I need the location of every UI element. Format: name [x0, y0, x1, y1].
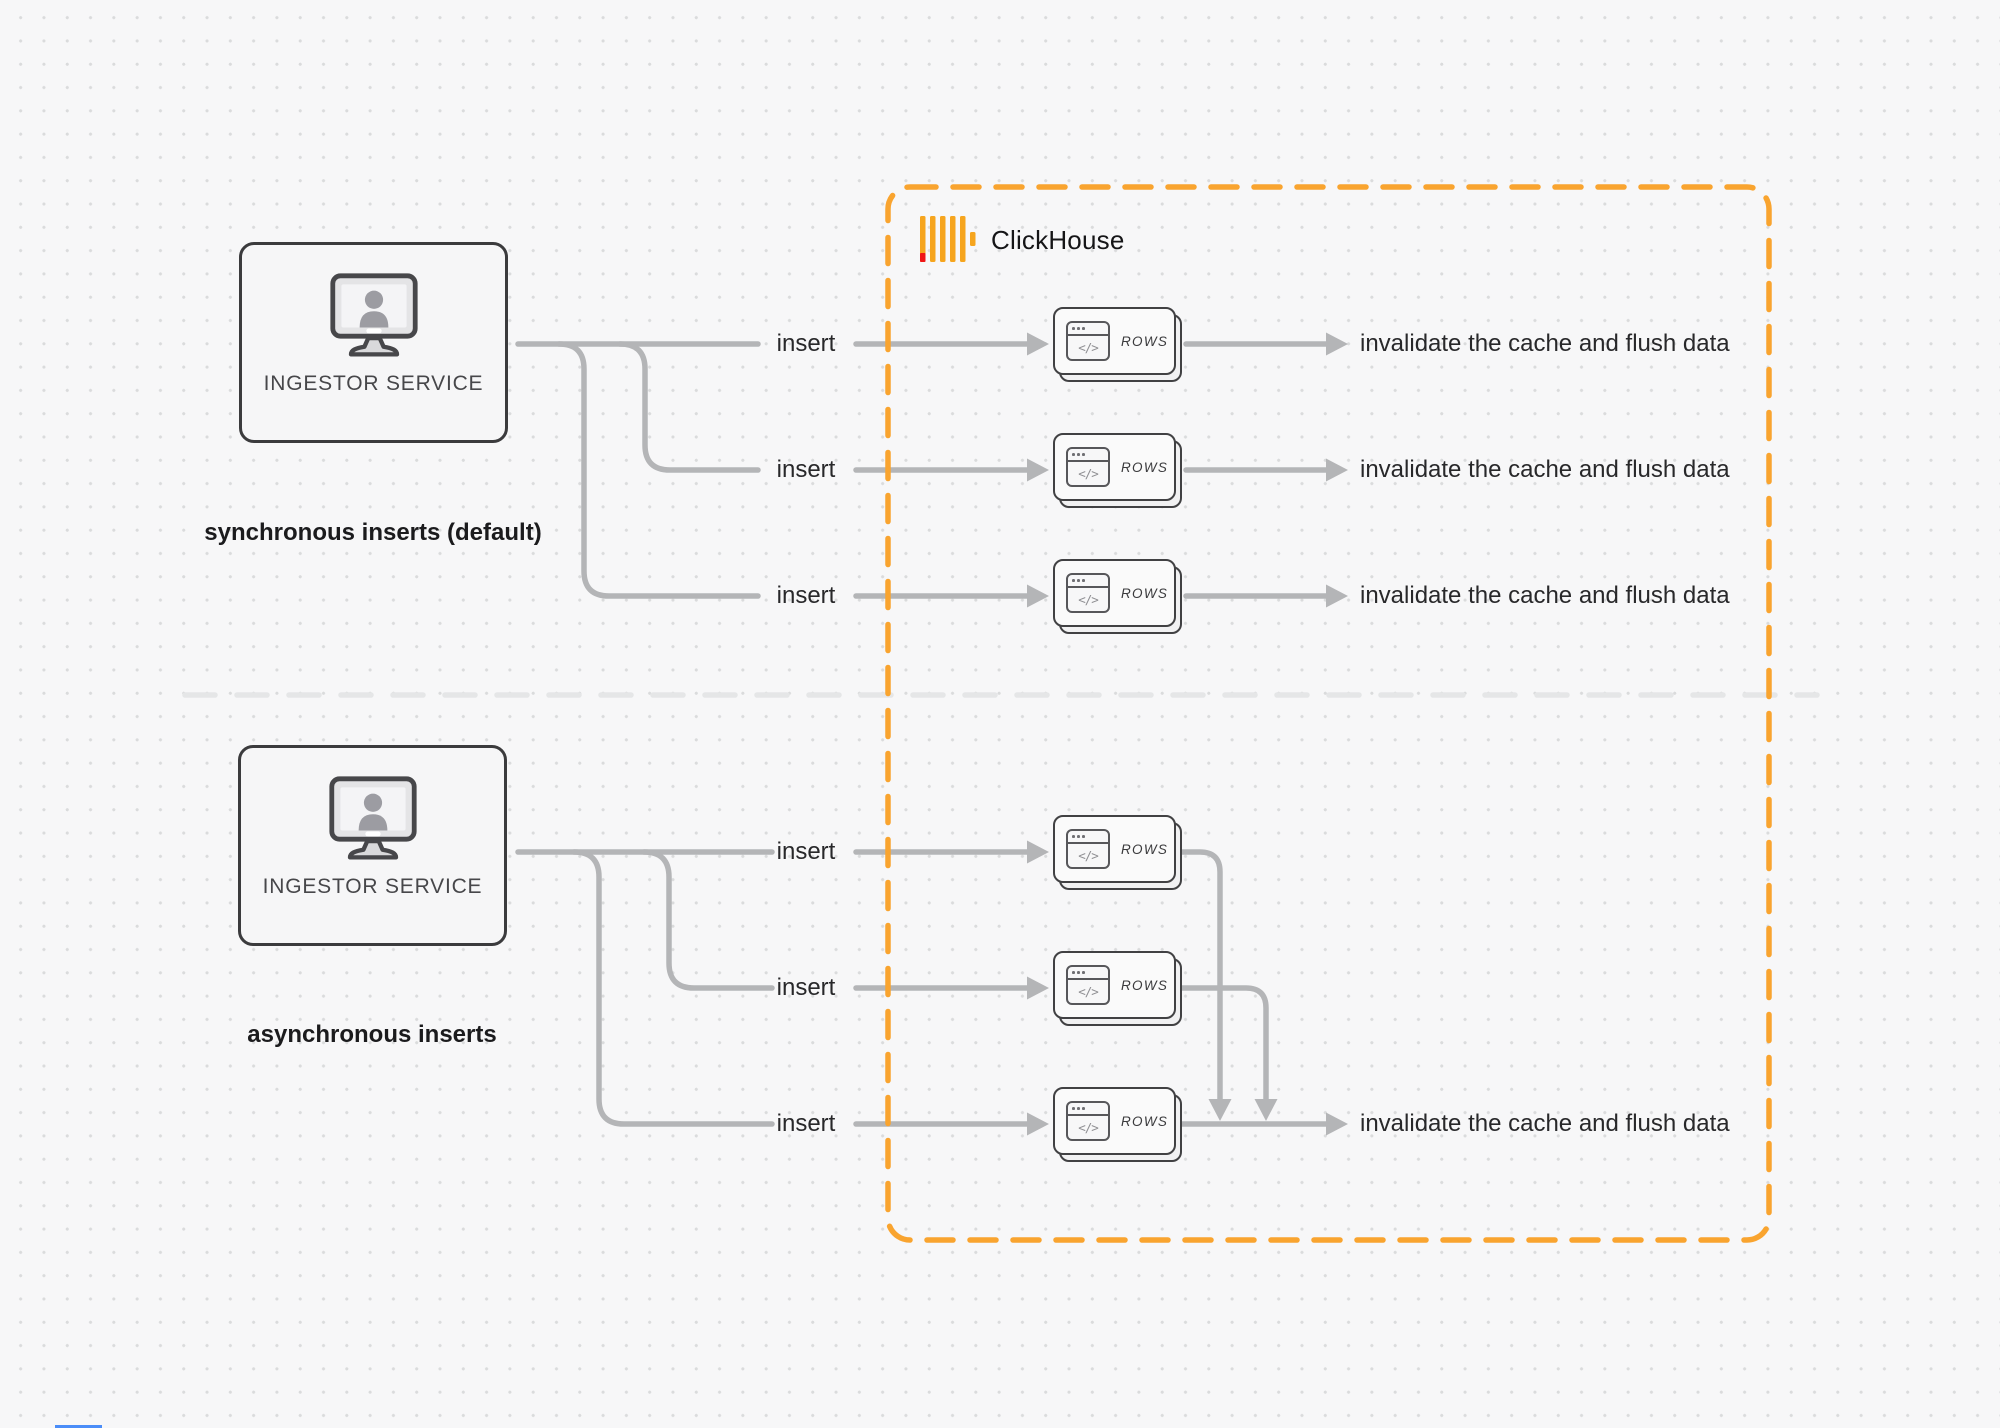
rows-card: </> ROWS [1053, 433, 1183, 509]
rows-card: </> ROWS [1053, 951, 1183, 1027]
rows-card: </> ROWS [1053, 815, 1183, 891]
result-label: invalidate the cache and flush data [1360, 582, 1730, 609]
rows-card: </> ROWS [1053, 559, 1183, 635]
rows-card-label: ROWS [1121, 977, 1169, 993]
insert-label: insert [776, 974, 836, 1001]
rows-card-label: ROWS [1121, 459, 1169, 475]
result-label: invalidate the cache and flush data [1360, 1110, 1730, 1137]
code-glyph: </> [1078, 592, 1099, 607]
code-window-icon: </> [1066, 1101, 1110, 1141]
code-window-icon: </> [1066, 829, 1110, 869]
ingestor-service-box-sync: INGESTOR SERVICE [239, 242, 508, 443]
code-glyph: </> [1078, 466, 1099, 481]
arrowheads [1027, 332, 1348, 1136]
code-glyph: </> [1078, 340, 1099, 355]
rows-card: </> ROWS [1053, 307, 1183, 383]
sync-section-caption: synchronous inserts (default) [204, 519, 542, 546]
clickhouse-logo-icon [920, 216, 976, 262]
code-window-icon: </> [1066, 447, 1110, 487]
bottom-edge-blue-artifact [55, 1425, 102, 1428]
code-glyph: </> [1078, 984, 1099, 999]
ingestor-service-label: INGESTOR SERVICE [262, 875, 483, 898]
clickhouse-wordmark: ClickHouse [991, 224, 1125, 255]
monitor-user-icon [329, 273, 418, 357]
rows-card-label: ROWS [1121, 841, 1169, 857]
gray-wires [515, 341, 1331, 1127]
insert-label: insert [776, 1110, 836, 1137]
ingestor-service-label: INGESTOR SERVICE [263, 372, 484, 395]
code-glyph: </> [1078, 1120, 1099, 1135]
insert-label: insert [776, 456, 836, 483]
clickhouse-logo: ClickHouse [920, 215, 1125, 265]
code-glyph: </> [1078, 848, 1099, 863]
rows-card: </> ROWS [1053, 1087, 1183, 1163]
rows-card-label: ROWS [1121, 585, 1169, 601]
insert-label: insert [776, 330, 836, 357]
rows-card-label: ROWS [1121, 333, 1169, 349]
insert-label: insert [776, 582, 836, 609]
result-label: invalidate the cache and flush data [1360, 330, 1730, 357]
clickhouse-boundary [885, 184, 1772, 1243]
async-section-caption: asynchronous inserts [247, 1021, 497, 1048]
code-window-icon: </> [1066, 321, 1110, 361]
result-label: invalidate the cache and flush data [1360, 456, 1730, 483]
code-window-icon: </> [1066, 573, 1110, 613]
code-window-icon: </> [1066, 965, 1110, 1005]
rows-card-label: ROWS [1121, 1113, 1169, 1129]
insert-label: insert [776, 838, 836, 865]
monitor-user-icon [328, 776, 417, 860]
ingestor-service-box-async: INGESTOR SERVICE [238, 745, 507, 946]
